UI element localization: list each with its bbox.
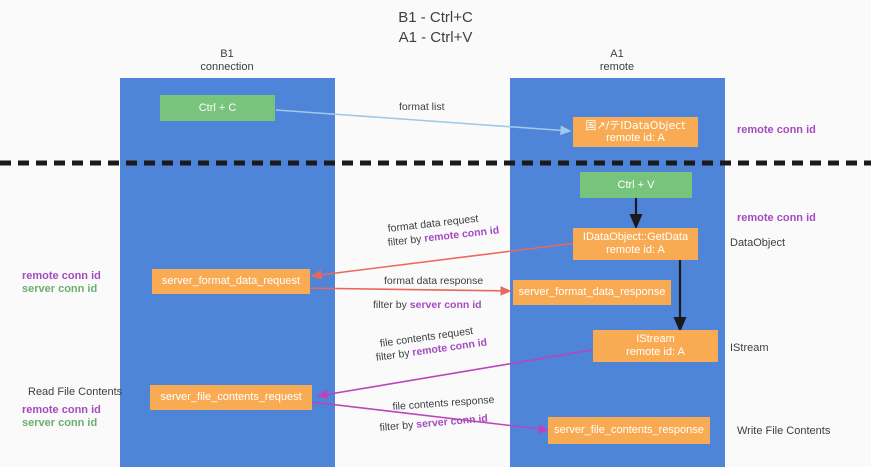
server-conn-id-text-1: server conn id [409, 299, 482, 311]
arrow-format-data-response [299, 286, 512, 296]
caption-format-list: format list [399, 101, 445, 113]
filter-by-text-2: filter by [373, 299, 410, 311]
caption-format-data-response-filter: filter by server conn id [373, 298, 482, 312]
label-right-write-file-contents: Write File Contents [737, 425, 831, 437]
page-title: B1 - Ctrl+C A1 - Ctrl+V [0, 8, 871, 48]
box-server-file-contents-response-line1: server_file_contents_response [554, 424, 704, 436]
lane-header-right: A1 remote [537, 48, 697, 74]
box-dataobject-remote-line1: 国↗/テIDataObject [585, 119, 686, 132]
box-dataobject-remote-line2: remote id: A [606, 132, 665, 144]
lane-header-left-line1: B1 [220, 48, 234, 60]
label-right-remote-conn-id-top: remote conn id [737, 124, 816, 136]
arrow-file-contents-response [311, 401, 550, 434]
filter-by-text-4: filter by [379, 418, 417, 434]
box-server-file-contents-response[interactable]: server_file_contents_response [548, 417, 710, 444]
box-server-file-contents-request[interactable]: server_file_contents_request [150, 385, 312, 410]
box-getdata[interactable]: IDataObject::GetData remote id: A [573, 228, 698, 260]
box-istream-line2: remote id: A [626, 346, 685, 358]
arrow-file-contents-request [316, 349, 593, 400]
arrow-format-data-request [310, 242, 577, 280]
label-left-read-file-contents: Read File Contents [28, 386, 123, 398]
label-left-remote-conn-id: remote conn id [22, 270, 101, 282]
caption-format-data-response: format data response [384, 275, 484, 287]
label-right-remote-conn-id-mid: remote conn id [737, 212, 816, 224]
lane-header-right-line2: remote [599, 61, 635, 73]
label-left-server-conn-id: server conn id [22, 283, 98, 295]
box-server-format-data-request[interactable]: server_format_data_request [152, 269, 310, 294]
lane-header-right-line1: A1 [610, 48, 624, 60]
title-line-2: A1 - Ctrl+V [398, 29, 473, 46]
box-ctrl-v-line1: Ctrl + V [617, 178, 655, 191]
box-ctrl-c-line1: Ctrl + C [198, 101, 237, 114]
label-right-istream: IStream [730, 342, 769, 354]
arrow-format-list [275, 109, 572, 136]
box-server-format-data-response[interactable]: server_format_data_response [513, 280, 671, 305]
box-dataobject-remote[interactable]: 国↗/テIDataObject remote id: A [573, 117, 698, 147]
box-istream[interactable]: IStream remote id: A [593, 330, 718, 362]
title-line-1: B1 - Ctrl+C [398, 9, 473, 26]
box-getdata-line2: remote id: A [606, 244, 665, 256]
label-left-bottom-server-conn-id: server conn id [22, 417, 98, 429]
box-server-file-contents-request-line1: server_file_contents_request [160, 391, 302, 403]
box-ctrl-v[interactable]: Ctrl + V [580, 172, 692, 198]
lane-header-left-line2: connection [200, 61, 254, 73]
box-ctrl-c[interactable]: Ctrl + C [160, 95, 275, 121]
label-right-dataobject: DataObject [730, 237, 786, 249]
lane-header-left: B1 connection [147, 48, 307, 74]
box-server-format-data-request-line1: server_format_data_request [161, 275, 301, 287]
box-server-format-data-response-line1: server_format_data_response [518, 286, 666, 298]
box-getdata-line1: IDataObject::GetData [582, 231, 689, 243]
box-istream-line1: IStream [636, 333, 675, 345]
label-left-bottom-remote-conn-id: remote conn id [22, 404, 101, 416]
